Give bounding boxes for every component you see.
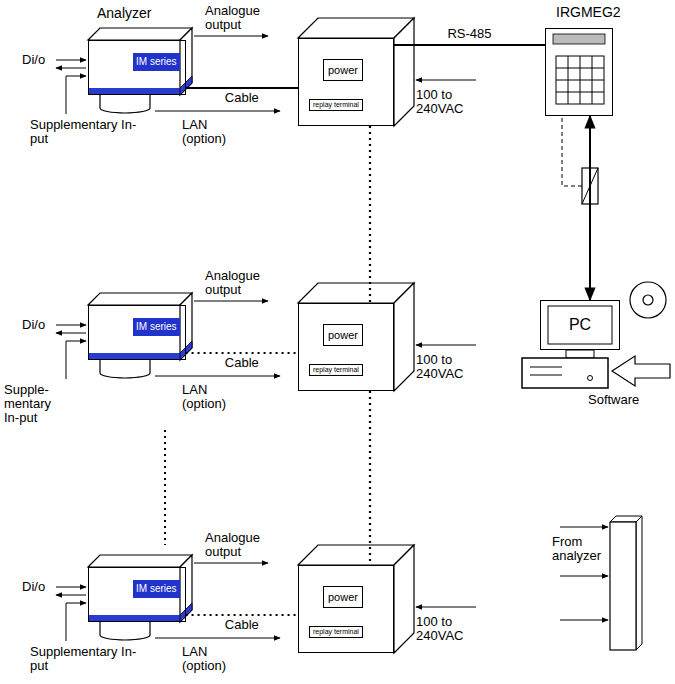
edge-label: Cable — [223, 91, 261, 105]
input-panel — [560, 620, 608, 621]
terminal-box: replay terminal — [309, 364, 363, 376]
input-panel — [560, 576, 608, 577]
controller-device — [553, 34, 605, 104]
analyzer-box: IM series — [88, 567, 186, 622]
converter — [562, 118, 598, 204]
edge-label: RS-485 — [445, 27, 493, 41]
supply-label: 100 to 240VAC — [416, 353, 478, 381]
terminal-box: replay terminal — [309, 99, 363, 111]
continuation-dots — [164, 430, 166, 545]
power-relay-box: power replay terminal — [298, 38, 394, 126]
pc-illustration — [530, 367, 562, 368]
software-disc — [643, 295, 653, 305]
pc-label: PC — [541, 316, 619, 334]
pc-illustration — [566, 350, 594, 358]
dotted-link — [369, 126, 371, 303]
supply-label: 100 to 240VAC — [416, 88, 478, 116]
analyzer-box: AnalyzerIM series — [88, 40, 186, 95]
input-panel — [610, 522, 636, 650]
power-relay-box: power replay terminal — [298, 303, 394, 391]
software-disc — [612, 356, 670, 386]
signal-label: Di/o — [22, 53, 45, 67]
controller-device — [556, 92, 604, 93]
terminal-box: replay terminal — [309, 626, 363, 638]
dotted-link — [186, 352, 298, 354]
controller-device — [553, 34, 605, 44]
output-label: Analogue output — [205, 269, 277, 297]
dotted-link — [369, 391, 371, 565]
option-label: LAN (option) — [182, 383, 240, 411]
output-label: Analogue output — [205, 4, 277, 32]
software-label: Software — [588, 393, 639, 407]
analyzer-row — [56, 283, 476, 391]
edge-label: Cable — [223, 618, 261, 632]
input-label: Supplementary In-put — [30, 118, 140, 146]
input-panel — [560, 527, 608, 528]
analyzer-row — [56, 545, 476, 653]
pc-illustration — [530, 375, 562, 376]
pc-illustration — [588, 376, 593, 381]
pc-monitor: PC — [540, 300, 620, 350]
signal-label: Di/o — [22, 580, 45, 594]
pc-illustration — [522, 358, 608, 388]
panel-label: From analyzer — [552, 535, 608, 563]
analyzer-box: IM series — [88, 305, 186, 360]
input-label: Supple- mentary In-put — [4, 383, 62, 425]
supply-label: 100 to 240VAC — [416, 615, 478, 643]
output-label: Analogue output — [205, 531, 277, 559]
converter — [562, 118, 582, 186]
option-label: LAN (option) — [182, 645, 240, 673]
dotted-link — [186, 614, 298, 616]
device-heading: IRGMEG2 — [556, 5, 621, 19]
pc-illustration — [522, 306, 612, 388]
input-label: Supplementary In-put — [30, 645, 140, 673]
signal-label: Di/o — [22, 318, 45, 332]
controller-device — [556, 68, 604, 69]
controller-device — [556, 56, 604, 104]
series-badge: IM series — [133, 580, 180, 598]
software-disc — [630, 282, 666, 318]
cable-line — [186, 87, 298, 89]
option-label: LAN (option) — [182, 118, 240, 146]
edge-label: Cable — [223, 356, 261, 370]
power-box: power — [323, 324, 363, 346]
cable-line — [589, 116, 591, 300]
device-heading: Analyzer — [97, 6, 151, 20]
power-relay-box: power replay terminal — [298, 565, 394, 653]
controller-box: IRGMEG2 — [545, 28, 613, 116]
analyzer-row — [56, 18, 476, 126]
cable-line — [394, 44, 545, 46]
power-box: power — [323, 59, 363, 81]
series-badge: IM series — [133, 318, 180, 336]
controller-device — [556, 80, 604, 81]
series-badge: IM series — [133, 53, 180, 71]
input-panel — [636, 516, 642, 650]
power-box: power — [323, 586, 363, 608]
software-disc — [612, 282, 670, 386]
